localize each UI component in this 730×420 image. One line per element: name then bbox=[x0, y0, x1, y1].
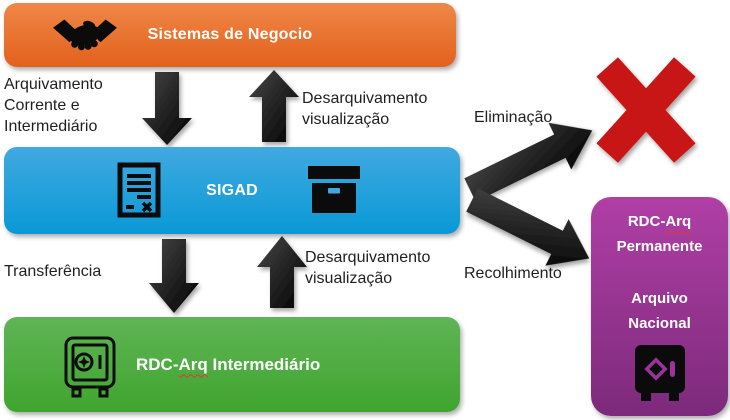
label-pre: RDC- bbox=[627, 213, 666, 230]
rdc-arq-permanente-box: RDC-Arq Permanente Arquivo Nacional bbox=[591, 197, 728, 416]
label-misspelled: Arq bbox=[665, 213, 692, 230]
rdc-arq-intermediario-box: RDC-Arq Intermediário bbox=[4, 317, 460, 412]
label-pre: RDC- bbox=[136, 354, 179, 374]
label-post: Intermediário bbox=[207, 354, 321, 374]
dearchiving-bottom-label: Desarquivamento visualização bbox=[305, 249, 431, 287]
archiving-label: Arquivamento Corrente e Intermediário bbox=[4, 76, 103, 135]
x-mark-icon bbox=[596, 57, 696, 163]
sistemas-de-negocio-label: Sistemas de Negocio bbox=[147, 26, 313, 43]
collection-label: Recolhimento bbox=[464, 265, 562, 282]
sigad-label: SIGAD bbox=[206, 181, 258, 199]
arquivo-nacional-line2: Nacional bbox=[628, 315, 691, 332]
permanente-title-line1: RDC-Arq bbox=[591, 209, 728, 234]
handshake-icon bbox=[53, 19, 117, 51]
label-misspelled: Arq bbox=[178, 354, 208, 374]
document-icon bbox=[117, 162, 161, 218]
transfer-label: Transferência bbox=[4, 263, 102, 280]
elimination-label: Eliminação bbox=[474, 109, 553, 126]
arrow-dearchiving-up-top bbox=[249, 70, 299, 142]
safe-solid-icon bbox=[634, 345, 685, 401]
arrow-transfer-down bbox=[149, 239, 199, 313]
archive-box-icon bbox=[308, 166, 360, 213]
arquivo-nacional-line1: Arquivo bbox=[631, 290, 688, 307]
sistemas-de-negocio-box: Sistemas de Negocio bbox=[4, 3, 456, 67]
arrow-archiving-down bbox=[142, 72, 192, 145]
sigad-box: SIGAD bbox=[4, 147, 460, 234]
safe-outline-icon bbox=[64, 336, 116, 398]
spacer bbox=[591, 259, 728, 286]
dearchiving-top-label: Desarquivamento visualização bbox=[302, 90, 428, 128]
rdc-arq-intermediario-label: RDC-Arq Intermediário bbox=[136, 355, 320, 375]
arrow-dearchiving-up-bottom bbox=[257, 236, 307, 308]
permanente-title-line2: Permanente bbox=[616, 238, 703, 255]
